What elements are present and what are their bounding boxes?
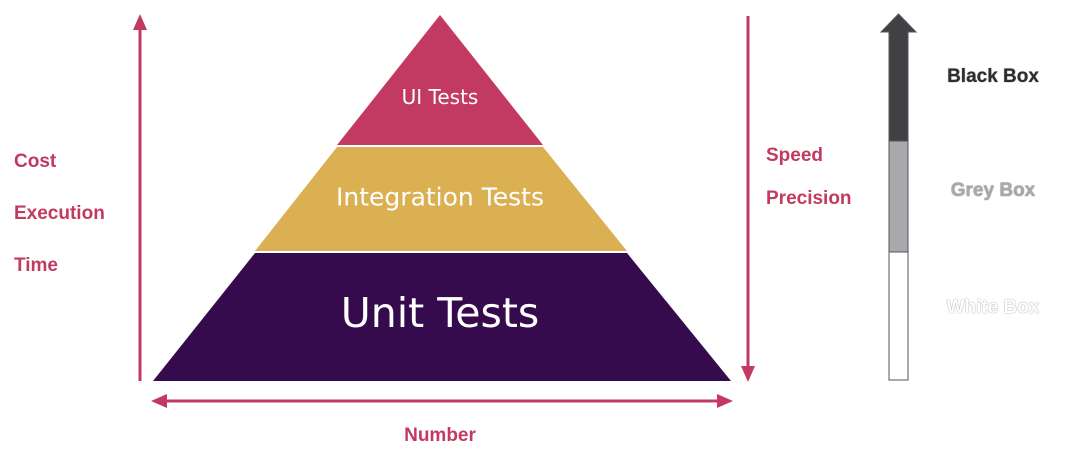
pyramid-label-unit-tests: Unit Tests [340, 289, 540, 337]
box-scale-grey-segment [888, 140, 909, 253]
pyramid-label-ui-tests: UI Tests [401, 85, 479, 109]
bottom-axis-arrowhead-right [717, 394, 733, 408]
left-label-time: Time [14, 255, 59, 276]
pyramid-level-unit [153, 253, 731, 381]
right-axis-arrowhead [741, 366, 755, 382]
right-label-speed: Speed [766, 145, 824, 166]
box-label-black-box: Black Box [947, 66, 1039, 87]
box-label-grey-box: Grey Box [950, 180, 1036, 201]
box-scale-white-segment [888, 251, 909, 381]
left-axis-arrowhead [133, 14, 147, 30]
left-label-cost: Cost [14, 151, 57, 172]
box-label-white-box: White Box [946, 297, 1040, 318]
pyramid-label-integration-tests: Integration Tests [336, 182, 544, 212]
left-label-execution: Execution [14, 203, 105, 224]
box-scale-black-arrow [879, 13, 918, 142]
bottom-axis-arrowhead-left [151, 394, 167, 408]
right-label-precision: Precision [766, 188, 852, 209]
bottom-label-number: Number [404, 425, 476, 446]
pyramid-level-ui [337, 15, 543, 145]
pyramid-level-integration [255, 147, 627, 251]
